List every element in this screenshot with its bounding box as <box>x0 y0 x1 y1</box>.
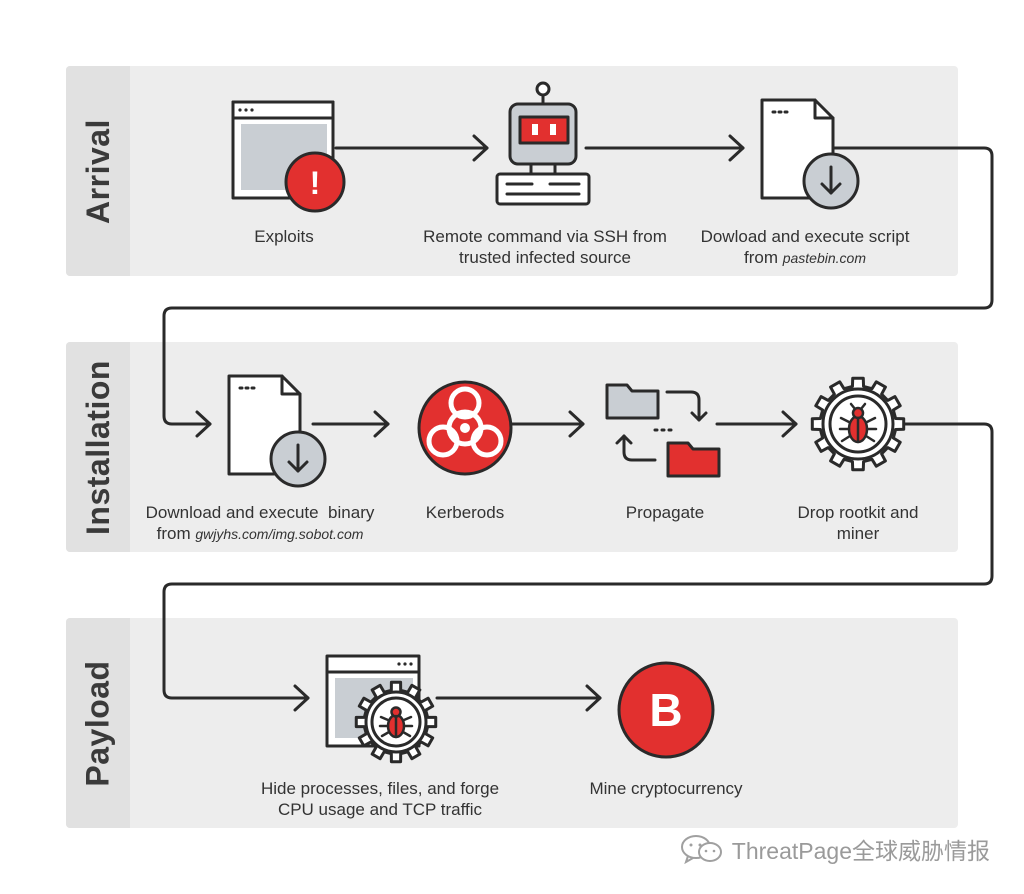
biohazard-icon <box>417 380 513 476</box>
download-binary-caption: Download and execute binary from gwjyhs.… <box>145 503 375 543</box>
propagate-folders-icon <box>605 383 721 478</box>
payload-tab <box>66 618 130 828</box>
alert-icon: ! <box>284 151 346 213</box>
watermark: ThreatPage全球威胁情报 <box>680 832 990 866</box>
remote-command-caption: Remote command via SSH from trusted infe… <box>423 227 667 267</box>
mine-caption: Mine cryptocurrency <box>589 779 743 798</box>
bitcoin-icon: B <box>617 661 715 759</box>
watermark-text: ThreatPage全球威胁情报 <box>731 838 990 864</box>
download-script-caption: Dowload and execute script from pastebin… <box>700 227 910 267</box>
gear-bug-icon <box>810 376 906 472</box>
installation-band <box>66 342 958 552</box>
download-icon <box>269 430 327 488</box>
svg-text:!: ! <box>310 165 321 201</box>
hide-processes-caption: Hide processes, files, and forge CPU usa… <box>260 779 500 819</box>
kerberods-caption: Kerberods <box>425 503 505 522</box>
chat-bubbles-icon <box>680 835 722 864</box>
download-icon <box>802 152 860 210</box>
payload-band <box>66 618 958 828</box>
exploits-caption: Exploits <box>254 227 314 246</box>
robot-terminal-icon <box>495 81 591 206</box>
arrival-tab <box>66 66 130 276</box>
rootkit-caption: Drop rootkit and miner <box>797 503 919 543</box>
svg-text:B: B <box>649 684 682 736</box>
connector-lines <box>162 134 994 712</box>
propagate-caption: Propagate <box>625 503 705 522</box>
gear-bug-icon <box>354 680 438 764</box>
installation-tab <box>66 342 130 552</box>
